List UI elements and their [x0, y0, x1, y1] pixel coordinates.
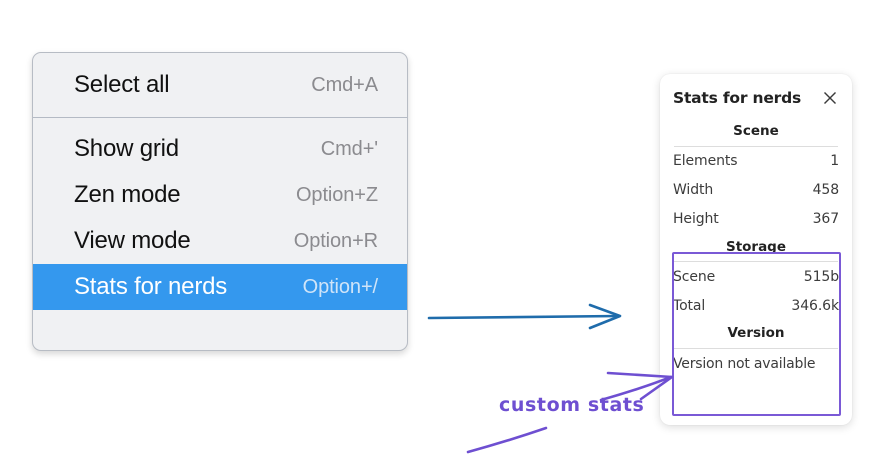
- menu-item-zen-mode[interactable]: Zen mode Option+Z: [33, 172, 407, 218]
- menu-item-shortcut: Cmd+A: [311, 74, 378, 96]
- section-heading-version: Version: [727, 325, 785, 341]
- stat-key: Width: [673, 182, 714, 198]
- stat-value: 1: [830, 153, 839, 169]
- stat-value: 458: [812, 182, 840, 198]
- section-divider: [674, 145, 838, 147]
- menu-item-shortcut: Option+R: [293, 230, 378, 252]
- panel-titlebar: Stats for nerds: [673, 74, 839, 118]
- stat-row-width: Width 458: [673, 176, 839, 205]
- section-heading-storage: Storage: [725, 238, 787, 255]
- version-not-available-text: Version not available: [673, 355, 816, 372]
- menu-item-label: View mode: [74, 227, 191, 254]
- menu-group-1: Select all Cmd+A: [33, 53, 407, 117]
- stat-row-storage-scene: Scene 515b: [673, 262, 839, 291]
- close-icon[interactable]: [821, 89, 839, 107]
- custom-stats-annotation-label: custom stats: [499, 394, 645, 416]
- blue-arrow-annotation: [427, 303, 622, 330]
- stat-key: Elements: [673, 153, 738, 169]
- menu-item-label: Stats for nerds: [74, 273, 228, 300]
- menu-item-shortcut: Cmd+': [320, 138, 378, 160]
- stat-row-storage-total: Total 346.6k: [673, 291, 839, 320]
- menu-item-show-grid[interactable]: Show grid Cmd+': [33, 126, 407, 172]
- context-menu[interactable]: Select all Cmd+A Show grid Cmd+' Zen mod…: [32, 52, 408, 351]
- panel-title: Stats for nerds: [673, 89, 802, 107]
- stat-value: 515b: [803, 268, 839, 285]
- stat-key: Height: [673, 211, 719, 227]
- stat-key: Scene: [673, 268, 716, 285]
- menu-item-shortcut: Option+/: [302, 276, 378, 298]
- menu-item-select-all[interactable]: Select all Cmd+A: [33, 62, 407, 108]
- stat-value: 346.6k: [791, 297, 839, 314]
- section-divider: [674, 347, 838, 349]
- menu-separator: [33, 117, 407, 118]
- menu-item-stats-for-nerds[interactable]: Stats for nerds Option+/: [33, 264, 407, 310]
- menu-item-label: Select all: [74, 71, 170, 98]
- stat-row-elements: Elements 1: [673, 147, 839, 176]
- section-divider: [674, 261, 838, 262]
- menu-item-shortcut: Option+Z: [295, 184, 378, 206]
- section-heading-scene: Scene: [733, 123, 779, 139]
- menu-item-view-mode[interactable]: View mode Option+R: [33, 218, 407, 264]
- menu-group-2: Show grid Cmd+' Zen mode Option+Z View m…: [33, 118, 407, 318]
- stats-for-nerds-panel: Stats for nerds Scene Elements 1 Width 4…: [660, 74, 852, 425]
- stat-value: 367: [812, 211, 840, 227]
- purple-underline-stroke: [466, 426, 548, 454]
- stat-row-height: Height 367: [673, 205, 839, 234]
- menu-item-label: Zen mode: [74, 181, 181, 208]
- menu-item-label: Show grid: [74, 135, 179, 162]
- stat-key: Total: [673, 297, 706, 314]
